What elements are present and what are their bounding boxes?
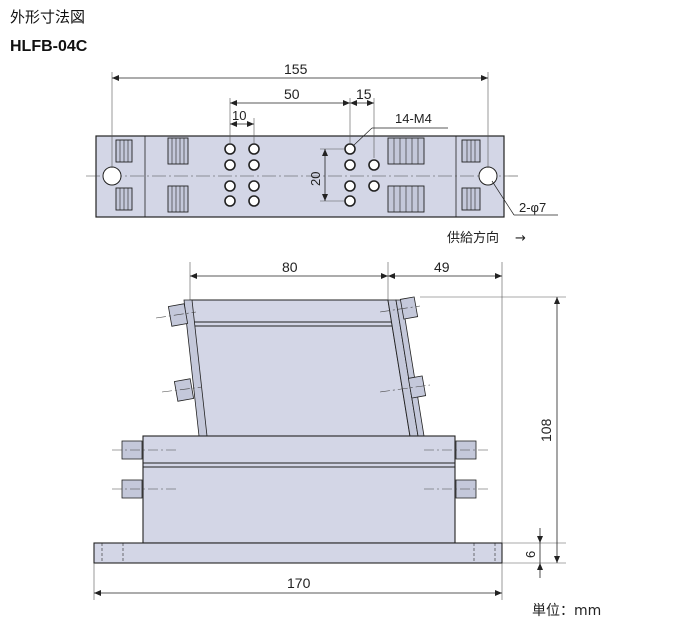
drawing-title: 外形寸法図 (10, 8, 86, 26)
lower-block (142, 435, 456, 544)
top-block-outline (144, 135, 457, 218)
dim-170: 170 (287, 575, 311, 591)
feed-direction-label: 供給方向 (447, 230, 499, 246)
top-plate (95, 135, 505, 218)
front-view: 80 49 108 6 170 (93, 259, 566, 600)
dim-50: 50 (284, 86, 300, 102)
dim-6: 6 (523, 551, 538, 558)
dim-20: 20 (308, 172, 323, 186)
fitting-right-inner (387, 137, 425, 213)
dim-108: 108 (538, 418, 554, 442)
mount-hole-left (102, 166, 122, 186)
top-view: 155 50 15 10 20 14-M4 2-φ7 供給方向 → (86, 61, 558, 246)
dim-15: 15 (356, 86, 372, 102)
dim-80: 80 (282, 259, 298, 275)
tilted-block (189, 299, 411, 437)
dim-155: 155 (284, 61, 308, 77)
dim-14-m4: 14-M4 (395, 111, 432, 126)
fitting-left-outer (115, 139, 133, 211)
unit-label: 単位：mm (532, 603, 602, 619)
mount-hole-right (478, 166, 498, 186)
dim-2-phi7: 2-φ7 (519, 200, 546, 215)
base-plate (93, 542, 503, 564)
model-number: HLFB-04C (10, 38, 88, 55)
dim-10: 10 (232, 108, 246, 123)
fitting-left-inner (167, 137, 189, 213)
feed-arrow-icon: → (515, 231, 526, 246)
fitting-right-outer (461, 139, 481, 211)
dim-49: 49 (434, 259, 450, 275)
